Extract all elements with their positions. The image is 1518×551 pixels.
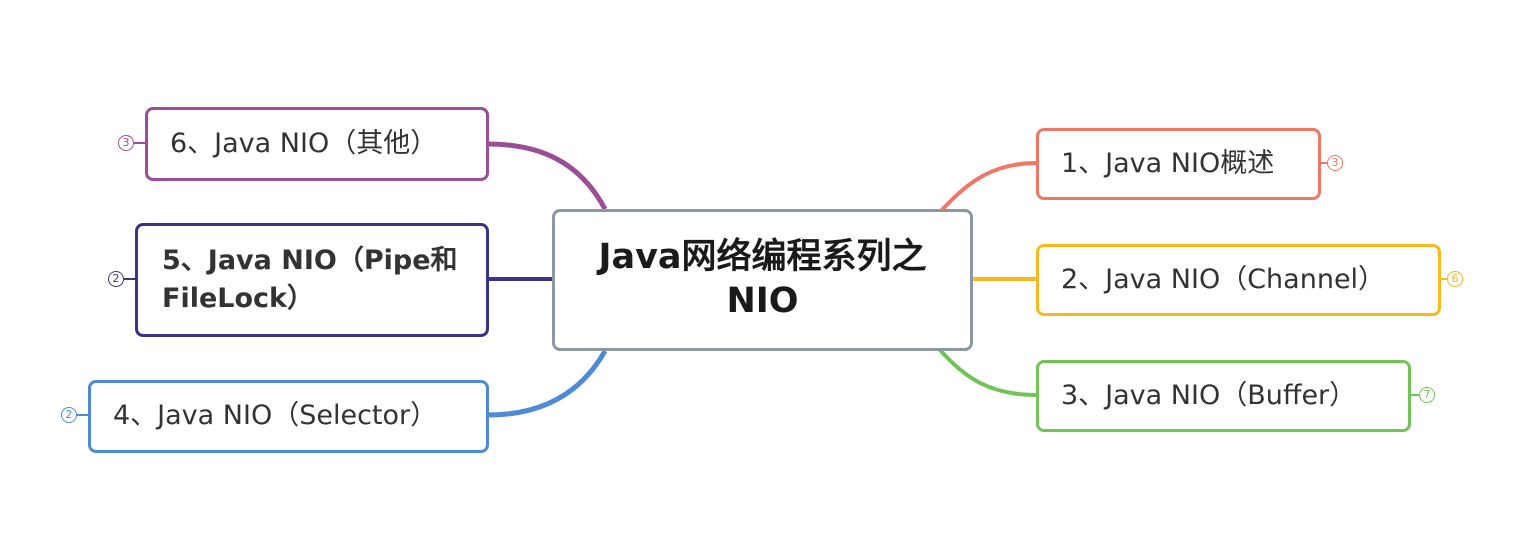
connector-b3 bbox=[938, 348, 1038, 397]
collapsed-count-badge[interactable]: 7 bbox=[1419, 387, 1435, 403]
branch-label: 4、Java NIO（Selector） bbox=[113, 400, 438, 432]
branch-node-buffer[interactable]: 3、Java NIO（Buffer） bbox=[1036, 360, 1411, 432]
branch-node-pipe-filelock[interactable]: 5、Java NIO（Pipe和FileLock） bbox=[135, 223, 489, 337]
branch-label: 5、Java NIO（Pipe和FileLock） bbox=[162, 244, 458, 314]
branch-node-channel[interactable]: 2、Java NIO（Channel） bbox=[1036, 244, 1441, 316]
collapsed-count-badge[interactable]: 3 bbox=[1327, 155, 1343, 171]
branch-label: 1、Java NIO概述 bbox=[1061, 147, 1275, 179]
central-topic-label: Java网络编程系列之NIO bbox=[598, 237, 927, 321]
branch-node-other[interactable]: 6、Java NIO（其他） bbox=[145, 107, 489, 181]
branch-label: 2、Java NIO（Channel） bbox=[1061, 263, 1386, 295]
branch-node-selector[interactable]: 4、Java NIO（Selector） bbox=[88, 380, 489, 453]
connector-b6 bbox=[487, 141, 608, 211]
collapsed-count-badge[interactable]: 6 bbox=[1447, 271, 1463, 287]
branch-label: 3、Java NIO（Buffer） bbox=[1061, 379, 1357, 411]
collapsed-count-badge[interactable]: 3 bbox=[118, 135, 134, 151]
collapsed-count-badge[interactable]: 2 bbox=[61, 407, 77, 423]
connector-b4 bbox=[487, 349, 608, 418]
branch-label: 6、Java NIO（其他） bbox=[170, 127, 438, 159]
central-topic[interactable]: Java网络编程系列之NIO bbox=[552, 209, 973, 351]
connector-b1 bbox=[938, 161, 1038, 214]
collapsed-count-badge[interactable]: 2 bbox=[108, 271, 124, 287]
branch-node-overview[interactable]: 1、Java NIO概述 bbox=[1036, 128, 1321, 200]
